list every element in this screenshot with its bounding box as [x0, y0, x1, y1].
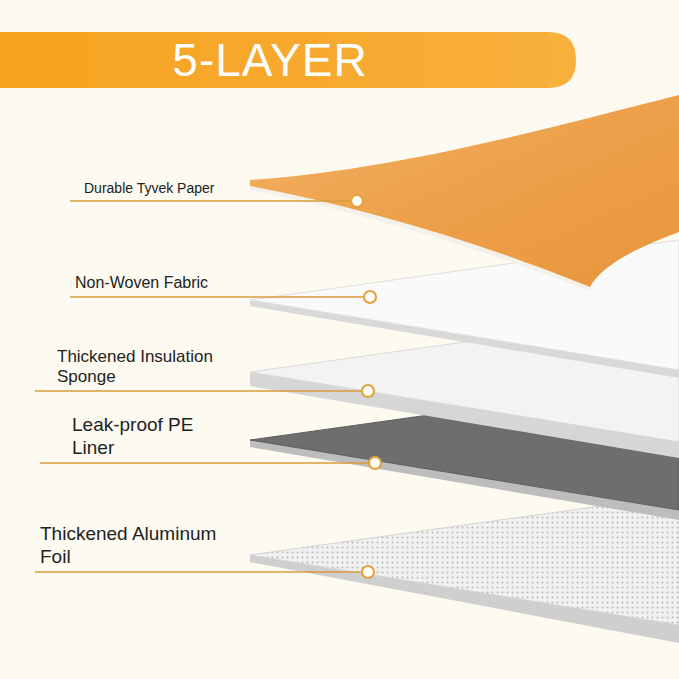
- part-label: Thickened Insulation Sponge: [57, 347, 247, 387]
- tyvek-layer: [250, 95, 679, 292]
- foil-layer: [250, 495, 679, 643]
- leader-lines: [35, 201, 369, 572]
- part-label: Durable Tyvek Paper: [84, 180, 254, 197]
- leader-dots: [351, 195, 381, 578]
- part-label: Non-Woven Fabric: [75, 274, 245, 293]
- title-banner: [0, 32, 576, 88]
- part-label: Leak-proof PE Liner: [72, 414, 232, 459]
- part-label: Thickened Aluminum Foil: [40, 523, 240, 568]
- title-text: 5-LAYER: [0, 37, 540, 83]
